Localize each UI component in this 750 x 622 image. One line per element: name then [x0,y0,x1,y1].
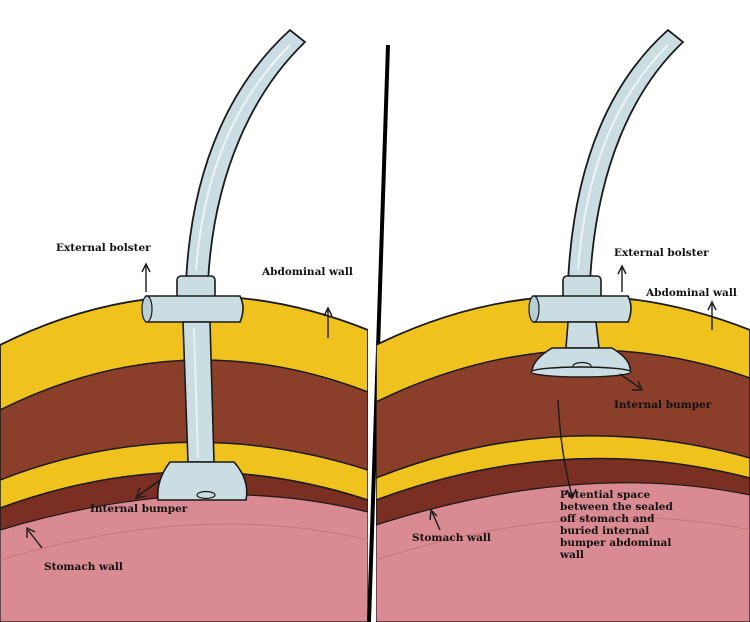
potential-space-line: wall [559,549,584,561]
right-label-abdominal-wall: Abdominal wall [645,287,737,299]
right-label-potential-space: Potential space between the sealed off s… [559,489,673,561]
left-label-external-bolster: External bolster [56,242,151,254]
left-label-internal-bumper: Internal bumper [90,503,188,515]
left-label-stomach-wall: Stomach wall [44,561,123,573]
left-tube-shaft [182,321,215,463]
left-panel: External bolster Abdominal wall Internal… [0,28,368,622]
potential-space-line: buried internal [560,525,649,537]
right-panel: External bolster Abdominal wall Internal… [376,28,750,622]
right-external-bolster [529,295,632,323]
left-arrows [26,262,333,549]
potential-space-line: Potential space [560,489,651,501]
right-arrows [429,264,717,531]
panel-divider [367,44,390,622]
potential-space-line: bumper abdominal [560,537,671,549]
right-label-internal-bumper: Internal bumper [614,399,712,411]
left-label-abdominal-wall: Abdominal wall [261,266,353,278]
right-label-external-bolster: External bolster [614,247,709,259]
potential-space-line: between the sealed [560,501,673,513]
right-label-stomach-wall: Stomach wall [412,532,491,544]
left-tube [185,28,307,283]
left-external-bolster [142,295,244,323]
left-internal-bumper [156,461,248,501]
right-stomach-interior [376,482,750,622]
right-tube-shaft [565,321,600,349]
potential-space-line: off stomach and [560,513,655,525]
right-tube [567,28,685,283]
